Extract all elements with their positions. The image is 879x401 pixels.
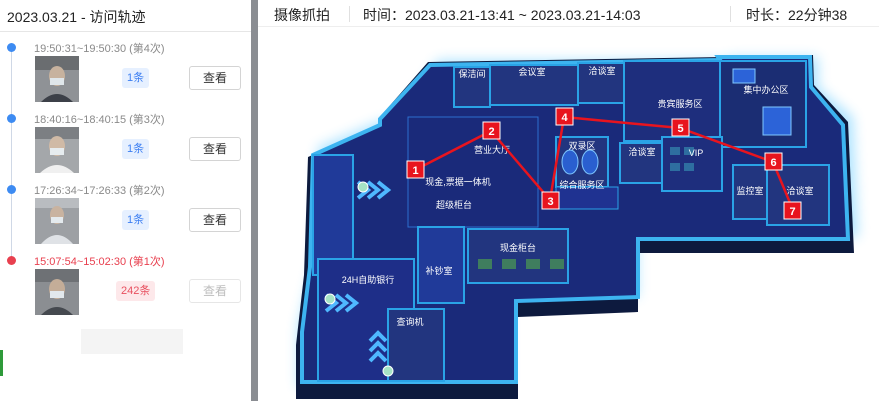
room-business-hall xyxy=(407,116,539,228)
view-button[interactable]: 查看 xyxy=(189,66,241,90)
route-marker-4[interactable]: 4 xyxy=(555,107,574,126)
label-cash-counter: 现金柜台 xyxy=(500,242,536,253)
label-meeting: 会议室 xyxy=(518,66,545,77)
label-negotiation-right: 洽谈室 xyxy=(786,185,813,196)
floor-plan-map[interactable]: 保洁间 会议室 洽谈室 贵宾服务区 集中办公区 营业大厅 双录区 洽谈室 VIP… xyxy=(258,27,879,401)
counter-seat xyxy=(502,259,516,269)
label-negotiation-top: 洽谈室 xyxy=(588,65,615,76)
label-cleaning: 保洁间 xyxy=(458,68,485,79)
label-super-counter: 超级柜台 xyxy=(436,199,472,210)
title-divider xyxy=(0,31,251,32)
timeline-line xyxy=(11,46,12,258)
record-booth xyxy=(561,149,579,175)
room-cash-counter xyxy=(467,228,569,284)
room-cash-room xyxy=(417,226,465,304)
route-marker-3[interactable]: 3 xyxy=(541,191,560,210)
counter-seat xyxy=(526,259,540,269)
placeholder-block xyxy=(81,329,183,354)
visit-track-panel: 2023.03.21 - 访问轨迹 19:50:31~19:50:30 (第4次… xyxy=(0,0,251,401)
vip-sofa xyxy=(670,147,680,155)
record-count-badge: 1条 xyxy=(122,139,150,159)
record-booth xyxy=(581,149,599,175)
route-marker-5[interactable]: 5 xyxy=(671,118,690,137)
svg-text:2: 2 xyxy=(488,126,494,138)
visit-item-3: 18:40:16~18:40:15 (第3次) 1条 查看 xyxy=(0,111,251,183)
label-vip-service: 贵宾服务区 xyxy=(657,98,702,109)
label-monitor: 监控室 xyxy=(736,185,763,196)
wall-left-column xyxy=(312,154,354,276)
map-outer-wall xyxy=(300,55,851,384)
exit-icon xyxy=(324,293,336,305)
svg-text:4: 4 xyxy=(561,112,568,124)
header-separator xyxy=(349,6,350,22)
label-cash-machine: 现金,票据一体机 xyxy=(425,176,491,187)
route-marker-6[interactable]: 6 xyxy=(764,152,783,171)
route-marker-1[interactable]: 1 xyxy=(406,160,425,179)
time-range: 时间：2023.03.21-13:41 ~ 2023.03.21-14:03 xyxy=(363,7,641,23)
label-double-record: 双录区 xyxy=(568,141,595,151)
exit-icon xyxy=(357,181,369,193)
office-window-2 xyxy=(762,106,792,136)
face-capture-thumbnail[interactable] xyxy=(35,127,79,173)
svg-text:7: 7 xyxy=(789,206,795,218)
visit-item-4: 19:50:31~19:50:30 (第4次) 1条 查看 xyxy=(0,40,251,112)
vip-sofa xyxy=(684,163,694,171)
label-comprehensive: 综合服务区 xyxy=(559,179,604,190)
view-button[interactable]: 查看 xyxy=(189,279,241,303)
room-query xyxy=(387,308,445,382)
face-capture-thumbnail[interactable] xyxy=(35,56,79,102)
face-capture-thumbnail[interactable] xyxy=(35,269,79,315)
timeline-dot-icon xyxy=(7,43,16,52)
view-button[interactable]: 查看 xyxy=(189,208,241,232)
face-capture-thumbnail[interactable] xyxy=(35,198,79,244)
room-cleaning xyxy=(453,66,491,108)
visit-item-1: 15:07:54~15:02:30 (第1次) 242条 查看 xyxy=(0,253,251,325)
room-comprehensive xyxy=(555,186,619,210)
office-window-1 xyxy=(732,68,756,84)
exit-icon xyxy=(382,365,394,377)
label-negotiation-mid: 洽谈室 xyxy=(628,146,655,157)
vip-sofa xyxy=(670,163,680,171)
visit-item-2: 17:26:34~17:26:33 (第2次) 1条 查看 xyxy=(0,182,251,254)
room-negotiation-top xyxy=(577,62,625,104)
capture-label: 摄像抓拍 xyxy=(274,7,330,23)
record-count-badge: 1条 xyxy=(122,210,150,230)
label-self-bank: 24H自助银行 xyxy=(342,274,395,285)
route-marker-7[interactable]: 7 xyxy=(783,201,802,220)
visit-time: 17:26:34~17:26:33 (第2次) xyxy=(34,185,165,197)
room-meeting xyxy=(489,64,579,106)
visit-time: 19:50:31~19:50:30 (第4次) xyxy=(34,43,165,55)
svg-text:1: 1 xyxy=(412,165,418,177)
room-negotiation-mid xyxy=(619,142,663,184)
vip-sofa xyxy=(684,147,694,155)
record-count-badge: 242条 xyxy=(116,281,156,301)
label-cash-room: 补钞室 xyxy=(425,265,452,276)
timeline-dot-icon xyxy=(7,256,16,265)
svg-text:6: 6 xyxy=(770,157,776,169)
panel-splitter[interactable] xyxy=(251,0,258,401)
label-query: 查询机 xyxy=(396,316,423,327)
label-business-hall: 营业大厅 xyxy=(474,144,510,155)
svg-text:3: 3 xyxy=(547,196,553,208)
svg-text:5: 5 xyxy=(677,123,683,135)
visit-time: 18:40:16~18:40:15 (第3次) xyxy=(34,114,165,126)
arrow-icon xyxy=(368,330,388,363)
floor-map-panel: 摄像抓拍 时间：2023.03.21-13:41 ~ 2023.03.21-14… xyxy=(258,0,879,401)
visit-time: 15:07:54~15:02:30 (第1次) xyxy=(34,256,165,268)
header-separator xyxy=(730,6,731,22)
label-office: 集中办公区 xyxy=(743,84,788,95)
header-divider xyxy=(258,26,879,27)
record-count-badge: 1条 xyxy=(122,68,150,88)
counter-seat xyxy=(478,259,492,269)
route-marker-2[interactable]: 2 xyxy=(482,121,501,140)
timeline-dot-icon xyxy=(7,185,16,194)
counter-seat xyxy=(550,259,564,269)
status-strip xyxy=(0,350,3,376)
duration: 时长：22分钟38 xyxy=(746,7,848,23)
label-vip: VIP xyxy=(689,148,704,158)
timeline-dot-icon xyxy=(7,114,16,123)
visit-track-title: 2023.03.21 - 访问轨迹 xyxy=(7,9,146,25)
view-button[interactable]: 查看 xyxy=(189,137,241,161)
